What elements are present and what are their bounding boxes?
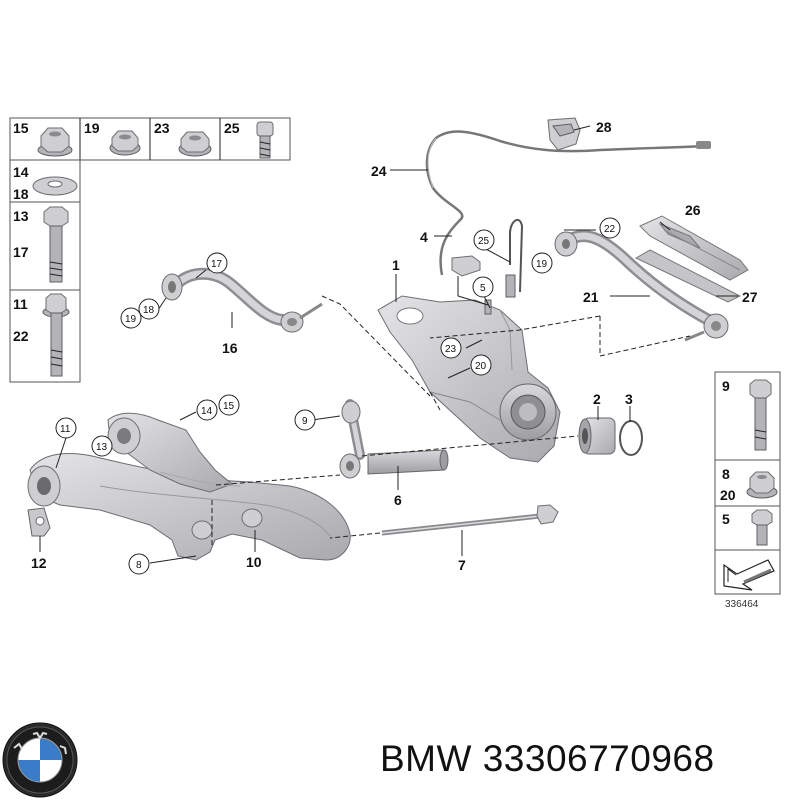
callout-16: 16	[222, 340, 238, 356]
collar-nut-icon	[178, 131, 212, 157]
callout-25: 25	[478, 236, 490, 247]
flange-nut-icon	[37, 127, 73, 157]
callout-12: 12	[31, 555, 47, 571]
long-bolt	[381, 504, 559, 536]
socket-screw-icon	[256, 121, 274, 159]
bolt-icon	[749, 379, 772, 451]
speed-sensor-cable	[425, 117, 711, 298]
callout-22: 22	[604, 224, 616, 235]
wheel-carrier	[377, 295, 561, 463]
flange-nut-icon	[746, 471, 778, 499]
direction-arrow-icon	[723, 559, 775, 591]
part-number: 33306770968	[482, 738, 715, 779]
hardware-table-right: 9 8 20 5 336464	[714, 371, 781, 610]
callout-1: 1	[392, 257, 400, 273]
callout-18: 18	[143, 305, 155, 316]
sensor-clip-icon	[451, 255, 489, 306]
table-label-17: 17	[13, 244, 29, 260]
table-label-11: 11	[13, 296, 28, 312]
callout-28: 28	[596, 119, 612, 135]
callout-15: 15	[223, 401, 235, 412]
callout-2: 2	[593, 391, 601, 407]
callout-14: 14	[201, 406, 213, 417]
table-label-20: 20	[720, 487, 736, 503]
camber-link	[339, 399, 365, 479]
table-label-23: 23	[154, 120, 170, 136]
callout-13: 13	[96, 442, 108, 453]
table-label-14: 14	[13, 164, 29, 180]
washer-icon	[32, 176, 78, 196]
table-label-15: 15	[13, 120, 29, 136]
brand-part-number: BMW 33306770968	[380, 738, 715, 780]
callout-4: 4	[420, 229, 428, 245]
callout-5: 5	[480, 283, 486, 294]
bolt-icon	[43, 206, 69, 283]
table-label-18: 18	[13, 186, 29, 202]
bmw-logo	[2, 722, 78, 798]
brand-name: BMW	[380, 738, 472, 779]
table-label-8: 8	[722, 466, 730, 482]
callout-19-left: 19	[125, 314, 137, 325]
callout-8: 8	[136, 560, 142, 571]
hex-nut-icon	[109, 130, 141, 156]
table-label-22: 22	[13, 328, 29, 344]
callout-11: 11	[60, 424, 71, 435]
callout-3: 3	[625, 391, 633, 407]
table-label-19: 19	[84, 120, 100, 136]
rear-axle-carrier	[27, 412, 351, 561]
table-label-9: 9	[722, 378, 730, 394]
assembly-lines	[211, 295, 691, 546]
callout-26: 26	[685, 202, 701, 218]
callout-19-right: 19	[536, 259, 548, 270]
leader-lines	[39, 125, 738, 564]
callout-7: 7	[458, 557, 466, 573]
spacer-tube	[367, 449, 449, 475]
table-label-25: 25	[224, 120, 240, 136]
hardware-table-left: 15 19 23 25 14 18	[9, 117, 291, 383]
callout-9: 9	[302, 416, 308, 427]
callout-circles	[55, 217, 621, 575]
callout-17: 17	[211, 259, 223, 270]
callout-20: 20	[475, 361, 487, 372]
rubber-bushing	[578, 417, 616, 455]
flange-bolt-icon	[42, 293, 70, 377]
sensor-bracket	[27, 507, 51, 537]
toe-control-arm	[554, 230, 729, 342]
callout-21: 21	[583, 289, 599, 305]
upper-control-arm	[161, 267, 323, 333]
callout-23: 23	[445, 344, 457, 355]
callout-10: 10	[246, 554, 262, 570]
callout-27: 27	[742, 289, 758, 305]
reference-number: 336464	[725, 599, 759, 610]
callout-6: 6	[394, 492, 402, 508]
table-label-13: 13	[13, 208, 29, 224]
table-label-5: 5	[722, 511, 730, 527]
callout-24: 24	[371, 163, 387, 179]
circlip-ring	[619, 420, 643, 456]
stud-bolt-icon	[751, 509, 773, 546]
callout-labels: 1 2 3 4 5 6 7 8 9 10 11 12 13 14 15 16 1…	[31, 119, 758, 573]
